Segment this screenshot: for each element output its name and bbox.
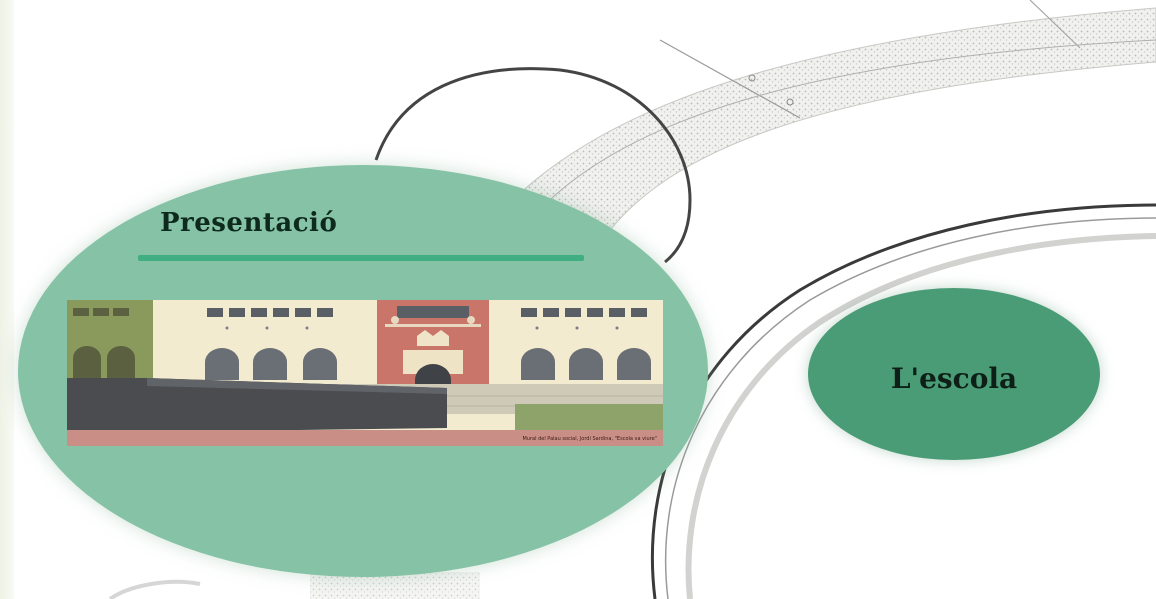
escola-bubble[interactable] [808,288,1100,460]
left-edge-strip [0,0,14,599]
image-credit: Mural del Palau social, Jordi Sardina, "… [522,436,657,442]
slide-title: Presentació [160,208,338,238]
school-mural-illustration [67,300,663,446]
escola-label: L'escola [890,362,1018,395]
title-underline [138,255,584,261]
school-mural-image: Mural del Palau social, Jordi Sardina, "… [67,300,663,446]
